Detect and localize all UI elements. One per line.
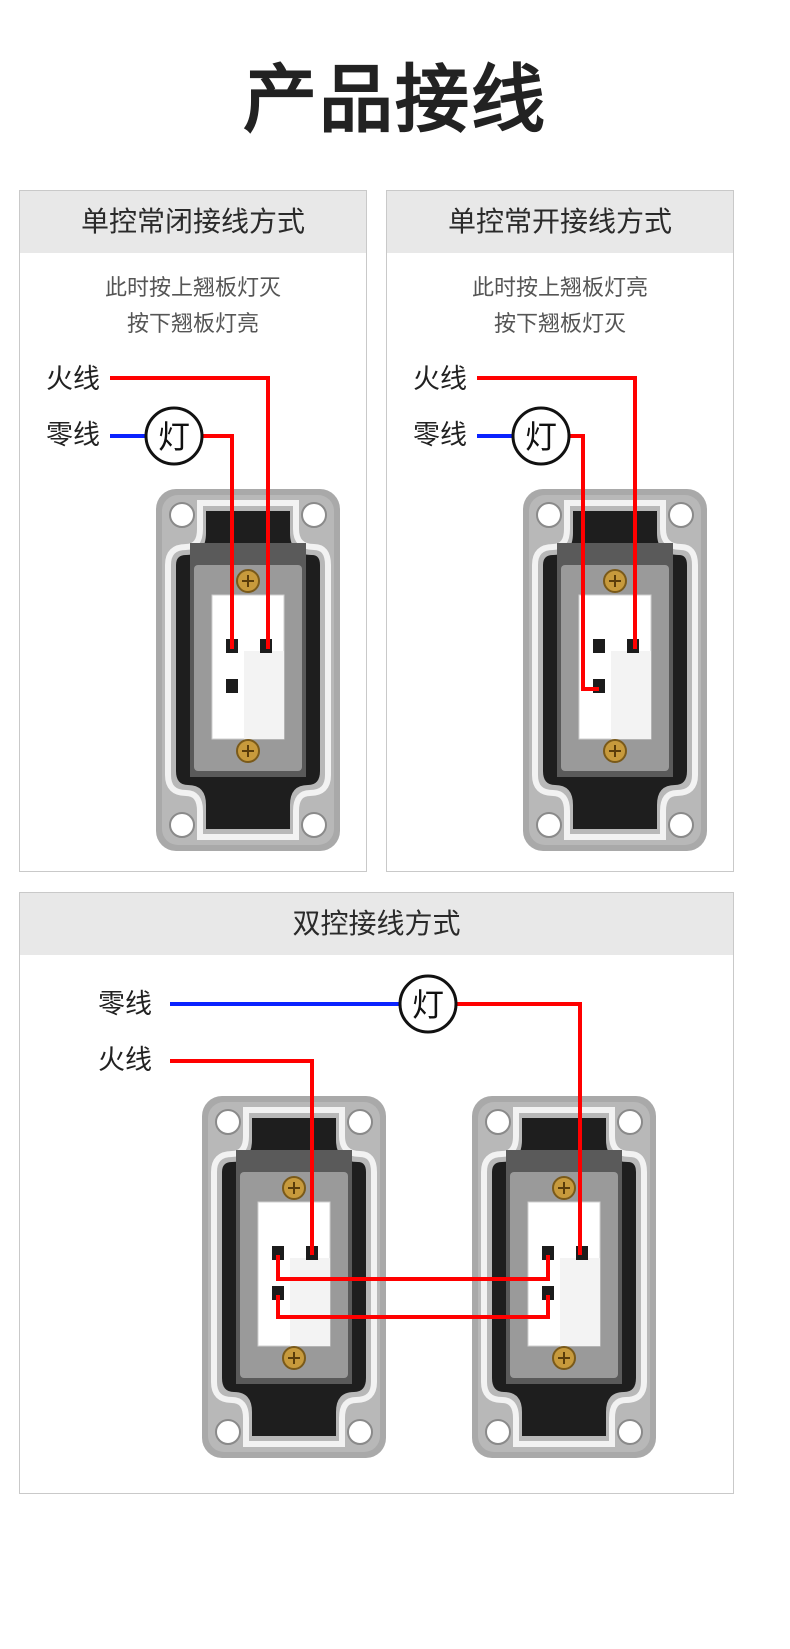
panel-title: 单控常闭接线方式 (20, 191, 366, 253)
panel-description: 此时按上翘板灯灭 按下翘板灯亮 (20, 271, 366, 343)
description-line: 按下翘板灯亮 (126, 312, 259, 337)
neutral-wire-label: 零线 (98, 989, 152, 1020)
description-line: 此时按上翘板灯亮 (471, 276, 648, 301)
wiring-diagram: 灯 (477, 376, 707, 851)
wiring-diagram: 灯 (110, 376, 340, 851)
description-line: 按下翘板灯灭 (493, 312, 626, 337)
panel-title: 双控接线方式 (20, 893, 733, 955)
panel-description: 此时按上翘板灯亮 按下翘板灯灭 (387, 271, 733, 343)
lamp-label: 灯 (525, 418, 557, 456)
panel-title: 单控常开接线方式 (387, 191, 733, 253)
switch-plate-right (472, 1096, 656, 1458)
lamp-wire (456, 1002, 582, 1255)
panel-dual: 双控接线方式 零线 火线 (19, 892, 734, 1494)
live-wire-label: 火线 (46, 364, 100, 395)
lamp-label: 灯 (412, 986, 444, 1024)
description-line: 此时按上翘板灯灭 (104, 276, 281, 301)
live-wire (110, 376, 270, 649)
switch-plate (156, 489, 340, 851)
traveler-wire-lower (276, 1295, 550, 1319)
neutral-wire-label: 零线 (413, 420, 467, 451)
switch-plate (523, 489, 707, 851)
live-wire-label: 火线 (413, 364, 467, 395)
page-title: 产品接线 (243, 57, 547, 143)
traveler-wire-upper (276, 1255, 550, 1281)
neutral-wire-label: 零线 (46, 420, 100, 451)
lamp-symbol (144, 406, 204, 466)
lamp-symbol (511, 406, 571, 466)
lamp-wire (202, 434, 234, 649)
lamp-label: 灯 (158, 418, 190, 456)
lamp-wire (569, 434, 599, 691)
switch-plate-left (202, 1096, 386, 1458)
live-wire (477, 376, 637, 649)
panel-single-no: 单控常开接线方式 此时按上翘板灯亮 按下翘板灯灭 火线 零线 (386, 190, 734, 872)
panel-single-nc: 单控常闭接线方式 此时按上翘板灯灭 按下翘板灯亮 火线 零线 (19, 190, 367, 872)
live-wire (170, 1059, 314, 1255)
wiring-diagram: 灯 (170, 974, 656, 1458)
live-wire-label: 火线 (98, 1045, 152, 1076)
lamp-symbol (398, 974, 458, 1034)
